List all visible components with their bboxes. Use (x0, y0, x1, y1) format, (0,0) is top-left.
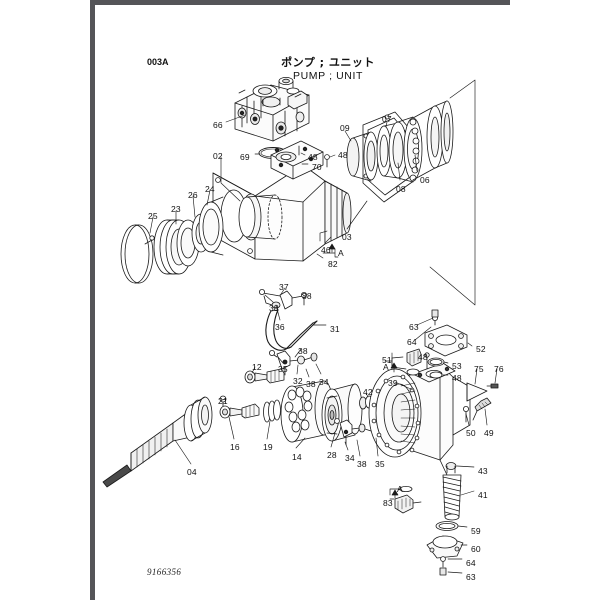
part-callout-19: 19 (263, 442, 273, 452)
section-mark-a-2: A (383, 362, 389, 372)
part-callout-03: 03 (342, 232, 352, 242)
bracket-leaders (322, 79, 476, 370)
part-callout-34: 34 (319, 377, 329, 387)
part-callout-21: 21 (218, 396, 228, 406)
part-callout-63: 63 (466, 572, 476, 582)
part-callout-37: 37 (279, 282, 289, 292)
part-callout-14: 14 (292, 452, 302, 462)
part-callout-76: 76 (494, 364, 504, 374)
part-callout-64: 64 (407, 337, 417, 347)
part-callout-59: 59 (471, 526, 481, 536)
part-callout-48: 48 (308, 152, 318, 162)
part-callout-38: 38 (269, 303, 279, 313)
part-callout-82: 82 (328, 259, 338, 269)
part-callout-38: 38 (298, 346, 308, 356)
part-callout-06: 06 (420, 175, 430, 185)
part-callout-24: 24 (205, 184, 215, 194)
exploded-view-artwork (102, 77, 499, 576)
title-japanese: ポンプ ; ユニット (281, 56, 375, 69)
drawing-number: 9166356 (147, 567, 182, 577)
section-mark-a-3: A (397, 484, 403, 494)
parts-49-50-bolts (462, 397, 492, 423)
part-callout-25: 25 (148, 211, 158, 221)
part-callout-38: 38 (306, 379, 316, 389)
part-callout-52: 52 (476, 344, 486, 354)
part-39-rear-housing (368, 362, 471, 476)
part-callout-53: 53 (452, 361, 462, 371)
section-mark-a-1: A (338, 248, 344, 258)
part-callout-42: 42 (363, 387, 373, 397)
part-callout-66: 66 (213, 120, 223, 130)
part-callout-38: 38 (302, 291, 312, 301)
parts-52-53-cover-plate (406, 309, 468, 379)
group-code: 003A (147, 57, 169, 67)
part-02-pump-housing (212, 140, 352, 262)
parts-28-42-swash-plate (321, 383, 380, 446)
parts-16-21-piston-group (219, 368, 285, 423)
part-callout-04: 04 (187, 467, 197, 477)
part-callout-60: 60 (471, 544, 481, 554)
part-callout-46: 46 (321, 245, 331, 255)
page-frame-left-bar (90, 0, 95, 600)
part-callout-12: 12 (252, 362, 262, 372)
part-callout-35: 35 (278, 364, 288, 374)
part-callout-83: 83 (383, 498, 393, 508)
part-66-regulator-valve-block (234, 77, 310, 142)
part-callout-23: 23 (171, 204, 181, 214)
part-callout-64: 64 (466, 558, 476, 568)
part-callout-02: 02 (213, 151, 223, 161)
page-frame-top-bar (90, 0, 510, 5)
title-english: PUMP ; UNIT (293, 70, 363, 82)
diagram-canvas: 003A ポンプ ; ユニット PUMP ; UNIT A A A 916635… (95, 5, 600, 600)
part-83-plug (394, 485, 422, 514)
part-callout-50: 50 (466, 428, 476, 438)
part-callout-48: 48 (452, 373, 462, 383)
part-callout-32: 32 (293, 376, 303, 386)
part-callout-36: 36 (275, 322, 285, 332)
parts-75-76-bracket-bolt (466, 382, 499, 402)
part-callout-26: 26 (188, 190, 198, 200)
part-callout-75: 75 (474, 364, 484, 374)
part-callout-34: 34 (345, 453, 355, 463)
parts-31-38-tube-assembly (258, 288, 318, 376)
part-callout-69: 69 (240, 152, 250, 162)
part-callout-38: 38 (357, 459, 367, 469)
part-callout-43: 43 (478, 466, 488, 476)
part-callout-41: 41 (478, 490, 488, 500)
part-callout-48: 48 (338, 150, 348, 160)
part-callout-07: 07 (382, 114, 392, 124)
parts-41-60-spring-cap-assembly (426, 462, 464, 576)
section-mark-arrows (328, 243, 399, 499)
part-callout-48: 48 (418, 352, 428, 362)
part-callout-51: 51 (382, 355, 392, 365)
part-callout-39: 39 (388, 378, 398, 388)
part-callout-28: 28 (327, 450, 337, 460)
part-callout-49: 49 (484, 428, 494, 438)
parts-06-09-bearing-assembly (346, 100, 454, 183)
part-04-drive-shaft (102, 396, 213, 488)
part-callout-31: 31 (330, 324, 340, 334)
part-callout-16: 16 (230, 442, 240, 452)
part-callout-09: 09 (340, 123, 350, 133)
part-callout-35: 35 (375, 459, 385, 469)
part-callout-08: 08 (396, 184, 406, 194)
part-callout-70: 70 (312, 162, 322, 172)
parts-23-26-seal-rings (120, 196, 224, 284)
part-callout-63: 63 (409, 322, 419, 332)
